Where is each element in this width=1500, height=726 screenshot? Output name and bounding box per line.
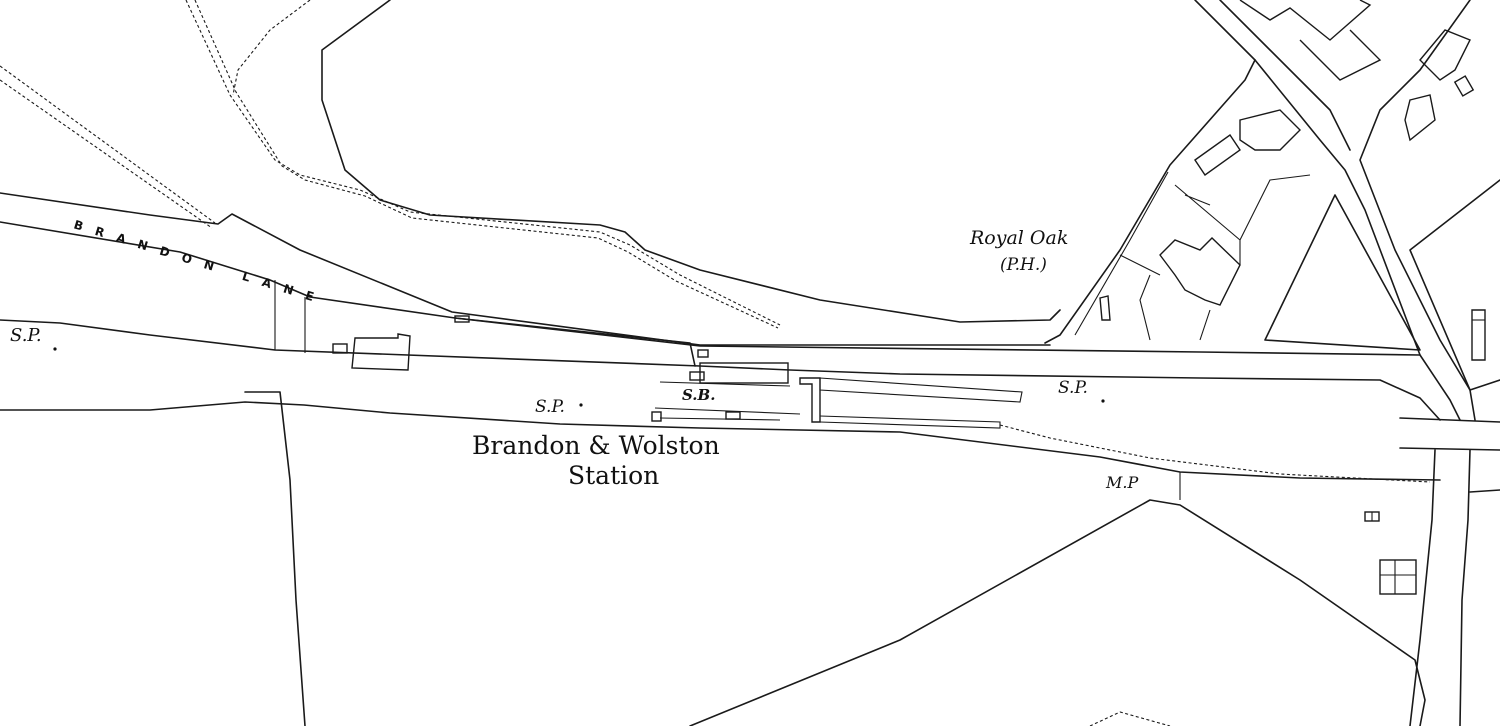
outbuilding-pub — [1099, 295, 1111, 321]
spot-point-dot-east — [1101, 399, 1105, 403]
road-south-east-edge — [1459, 449, 1471, 726]
spot-point-label-station: S.P. — [535, 397, 565, 417]
building-north-row — [1239, 0, 1382, 81]
road-south-bridge — [1399, 417, 1500, 451]
road-east-plot — [1409, 179, 1500, 391]
footpath-north-1 — [185, 0, 781, 326]
building-east — [1404, 94, 1436, 142]
yard-boundary — [454, 317, 696, 367]
platform-hut — [651, 411, 662, 422]
field-boundary-south-east — [689, 499, 1426, 726]
building-cluster-mid — [1239, 109, 1301, 151]
brandon-lane-label: BRANDON LANE — [72, 217, 328, 307]
spot-point-dot-west — [53, 347, 57, 351]
goods-shed — [351, 333, 411, 371]
station-name-line2: Station — [568, 461, 659, 490]
railway-south-boundary — [0, 401, 1441, 481]
station-building — [699, 362, 789, 384]
footpath-south — [1089, 711, 1171, 726]
footpath-north-2 — [194, 0, 779, 329]
station-hut-2 — [689, 371, 705, 381]
pub-name-label: Royal Oak — [969, 227, 1068, 249]
platform-west — [654, 381, 801, 421]
road-south-west-edge — [1409, 449, 1436, 726]
small-structure-se-2-div — [1380, 560, 1416, 594]
small-structure-se-2 — [1379, 559, 1417, 595]
building-small-ne — [1453, 75, 1475, 97]
footbridge — [799, 377, 821, 423]
road-from-north — [1219, 0, 1351, 151]
pub-garden-edge — [1139, 274, 1211, 341]
spot-point-label-east: S.P. — [1058, 378, 1088, 398]
building-far-east — [1471, 309, 1486, 361]
fence-west — [274, 280, 306, 353]
footpath-nw-1 — [0, 65, 216, 224]
spot-point-label-west: S.P. — [10, 325, 42, 346]
building-small-mid — [1194, 134, 1241, 176]
building-north-east — [1419, 29, 1471, 81]
footpath-nw-2 — [0, 79, 213, 229]
signal-box-building — [725, 411, 741, 420]
small-hut-west — [332, 343, 348, 354]
royal-oak-building — [1159, 237, 1241, 306]
railway-north-boundary — [0, 319, 1441, 421]
brandon-lane-north-edge — [0, 192, 1051, 346]
spot-point-dot-station — [579, 403, 583, 407]
platform-north — [819, 377, 1023, 403]
platform-south — [819, 415, 1001, 429]
field-boundary-south-west — [244, 391, 306, 726]
road-west-edge-2 — [1074, 171, 1169, 336]
field-boundary-top — [321, 0, 1061, 323]
brandon-lane-south-edge — [0, 221, 1421, 356]
royal-oak-boundary — [1119, 174, 1311, 276]
footpath-north-3 — [232, 0, 311, 96]
road-ne-west-edge — [1194, 0, 1461, 421]
milepost-label: M.P — [1105, 473, 1138, 492]
signal-box-label: S.B. — [682, 386, 715, 404]
road-bend-east — [1469, 489, 1500, 493]
station-name-line1: Brandon & Wolston — [472, 431, 720, 460]
road-west-edge — [1044, 59, 1256, 344]
pub-type-label: (P.H.) — [1000, 255, 1047, 275]
railway-boundary-dashed — [999, 424, 1431, 483]
road-island — [1264, 194, 1421, 351]
road-ne-east-edge — [1359, 0, 1476, 421]
station-hut-1 — [697, 349, 709, 358]
